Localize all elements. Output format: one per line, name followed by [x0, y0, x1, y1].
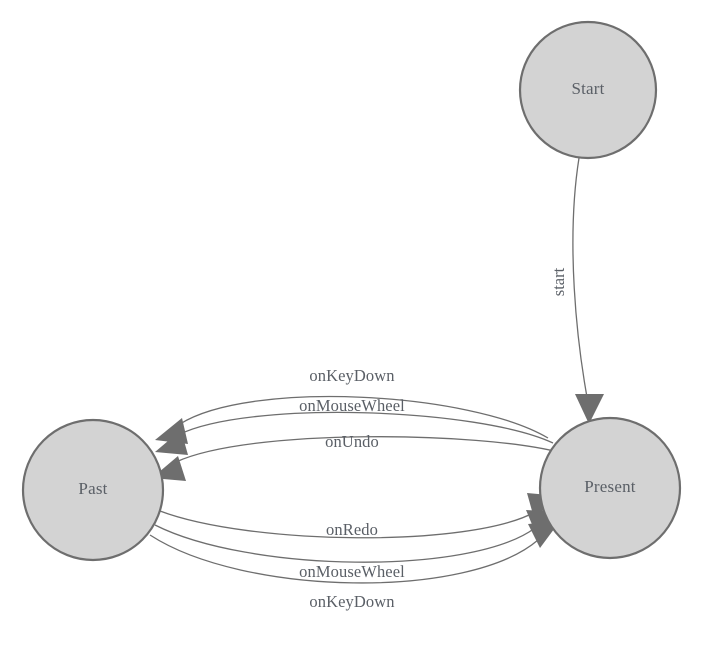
- edge-label-present-past-1: onKeyDown: [309, 366, 394, 385]
- node-start-circle: [518, 20, 658, 160]
- edge-start-to-present[interactable]: start: [549, 157, 604, 424]
- node-present-label: Present: [584, 477, 636, 496]
- edge-label-past-present-3: onKeyDown: [309, 592, 394, 611]
- arrowhead-start-to-present: [575, 394, 604, 424]
- edge-label-present-past-3: onUndo: [325, 432, 379, 451]
- node-start[interactable]: Start: [518, 20, 658, 160]
- node-past-label: Past: [78, 479, 107, 498]
- edge-path-present-past-2: [177, 411, 554, 444]
- edge-path-past-present-2: [154, 524, 536, 563]
- edge-past-to-present-onredo[interactable]: onRedo: [159, 493, 560, 539]
- arrowhead-present-to-past-2: [155, 430, 188, 455]
- node-present[interactable]: Present: [538, 416, 682, 560]
- edge-path-past-present-3: [149, 534, 539, 584]
- edge-label-past-present-1: onRedo: [326, 520, 378, 539]
- edge-present-to-past-onmousewheel[interactable]: onMouseWheel: [155, 396, 554, 455]
- edge-path-past-present-1: [159, 510, 536, 539]
- edge-label-past-present-2: onMouseWheel: [299, 562, 405, 581]
- node-past-circle: [21, 418, 165, 562]
- node-start-label: Start: [571, 79, 604, 98]
- node-past[interactable]: Past: [21, 418, 165, 562]
- edge-label-start: start: [549, 267, 568, 296]
- edge-label-present-past-2: onMouseWheel: [299, 396, 405, 415]
- edge-present-to-past-onundo[interactable]: onUndo: [152, 432, 559, 481]
- node-present-circle: [538, 416, 682, 560]
- edge-path-start: [572, 157, 590, 409]
- edge-path-present-past-1: [179, 395, 549, 439]
- edge-path-present-past-3: [175, 436, 559, 463]
